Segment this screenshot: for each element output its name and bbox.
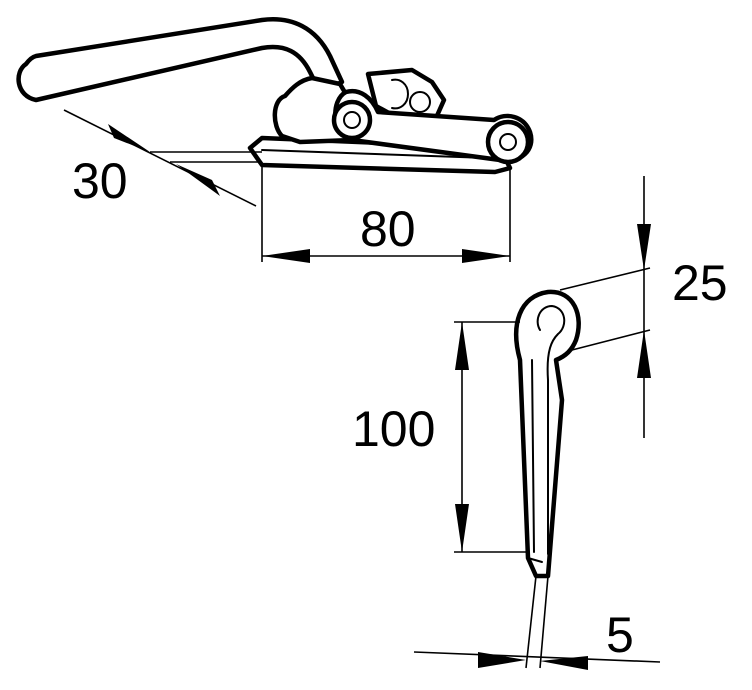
pin-length-dimension — [454, 321, 528, 553]
thickness-dimension — [413, 575, 661, 670]
latch-rear-block — [365, 67, 447, 121]
angle-dimension — [63, 109, 262, 207]
main-pivot-outer — [331, 99, 373, 141]
end-pivot-pin — [499, 133, 517, 151]
rear-pivot-pin — [409, 91, 431, 113]
length-label: 80 — [360, 201, 416, 257]
thickness-label: 5 — [606, 607, 634, 663]
length-dimension — [261, 165, 511, 263]
width-label: 25 — [672, 255, 728, 311]
angle-label: 30 — [72, 153, 128, 209]
width-dimension — [559, 176, 651, 438]
end-pivot-outer — [485, 119, 531, 165]
main-pivot-pin — [343, 111, 361, 129]
latch-assembly — [16, 17, 534, 175]
latch-handle — [16, 17, 345, 103]
pin-length-label: 100 — [352, 401, 435, 457]
spring-pin — [514, 289, 581, 579]
